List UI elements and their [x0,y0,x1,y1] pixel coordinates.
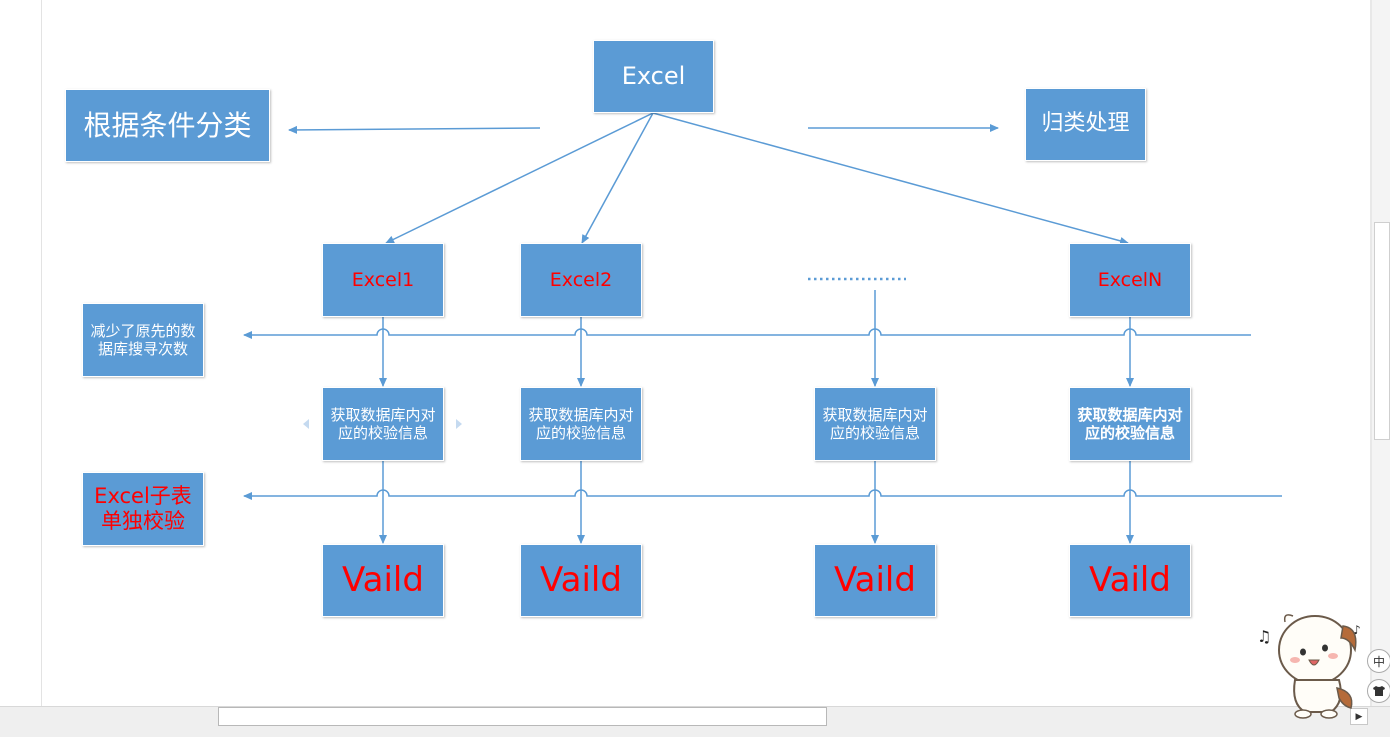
valid-box-3[interactable]: Vaild [814,544,936,617]
classify-label: 根据条件分类 [83,108,252,142]
excel2-box[interactable]: Excel2 [520,243,642,317]
valid-label-2: Vaild [540,560,622,601]
svg-text:♪: ♪ [1353,623,1361,637]
excel2-label: Excel2 [549,268,613,291]
valid-box-n[interactable]: Vaild [1069,544,1191,617]
shirt-icon[interactable] [1367,679,1390,703]
cat-mascot-icon[interactable]: ♫ ♪ [1255,608,1370,720]
exceln-label: ExcelN [1097,268,1163,291]
vertical-scrollbar-thumb[interactable] [1374,222,1390,440]
horizontal-line-reduce [243,328,1251,339]
arrow-root-excel2 [581,112,654,244]
fetch-box-n[interactable]: 获取数据库内对应的校验信息 [1069,387,1191,461]
valid-box-2[interactable]: Vaild [520,544,642,617]
excel1-label: Excel1 [351,268,415,291]
fetch-label-3: 获取数据库内对应的校验信息 [822,406,928,442]
sub-validate-note-label: Excel子表单独校验 [94,483,192,533]
ime-chinese-label: 中 [1372,654,1385,669]
fetch-label-1: 获取数据库内对应的校验信息 [330,406,436,442]
valid-label-1: Vaild [342,560,424,601]
svg-text:♫: ♫ [1257,627,1271,646]
fetch-box-3[interactable]: 获取数据库内对应的校验信息 [814,387,936,461]
shirt-glyph-icon [1373,686,1385,696]
reduce-note-box[interactable]: 减少了原先的数据库搜寻次数 [82,303,204,377]
selection-handle-right [456,419,462,429]
flow-diagram-connectors [243,112,1282,544]
selection-handle-left [303,419,309,429]
valid-box-1[interactable]: Vaild [322,544,444,617]
fetch-label-2: 获取数据库内对应的校验信息 [528,406,634,442]
reduce-note-label: 减少了原先的数据库搜寻次数 [90,322,196,358]
valid-label-3: Vaild [834,560,916,601]
arrow-root-excel1 [385,112,654,244]
sub-validate-note-box[interactable]: Excel子表单独校验 [82,472,204,546]
fetch-box-2[interactable]: 获取数据库内对应的校验信息 [520,387,642,461]
group-process-box[interactable]: 归类处理 [1025,88,1146,161]
ime-chinese-toggle[interactable]: 中 [1367,649,1390,673]
fetch-box-1[interactable]: 获取数据库内对应的校验信息 [322,387,444,461]
exceln-box[interactable]: ExcelN [1069,243,1191,317]
root-excel-box[interactable]: Excel [593,40,714,113]
page-margin-rule [41,0,42,706]
fetch-label-n: 获取数据库内对应的校验信息 [1077,406,1183,442]
horizontal-scrollbar-thumb[interactable] [218,707,827,726]
group-process-label: 归类处理 [1041,111,1130,137]
arrow-to-classify [288,125,541,134]
arrow-root-exceln [652,112,1129,245]
excel1-box[interactable]: Excel1 [322,243,444,317]
horizontal-line-validate [243,489,1282,500]
page-edge [1370,0,1372,706]
scroll-right-arrow-icon[interactable]: ▶ [1350,708,1368,725]
classify-box[interactable]: 根据条件分类 [65,89,270,162]
valid-label-n: Vaild [1089,560,1171,601]
root-excel-label: Excel [621,62,686,91]
